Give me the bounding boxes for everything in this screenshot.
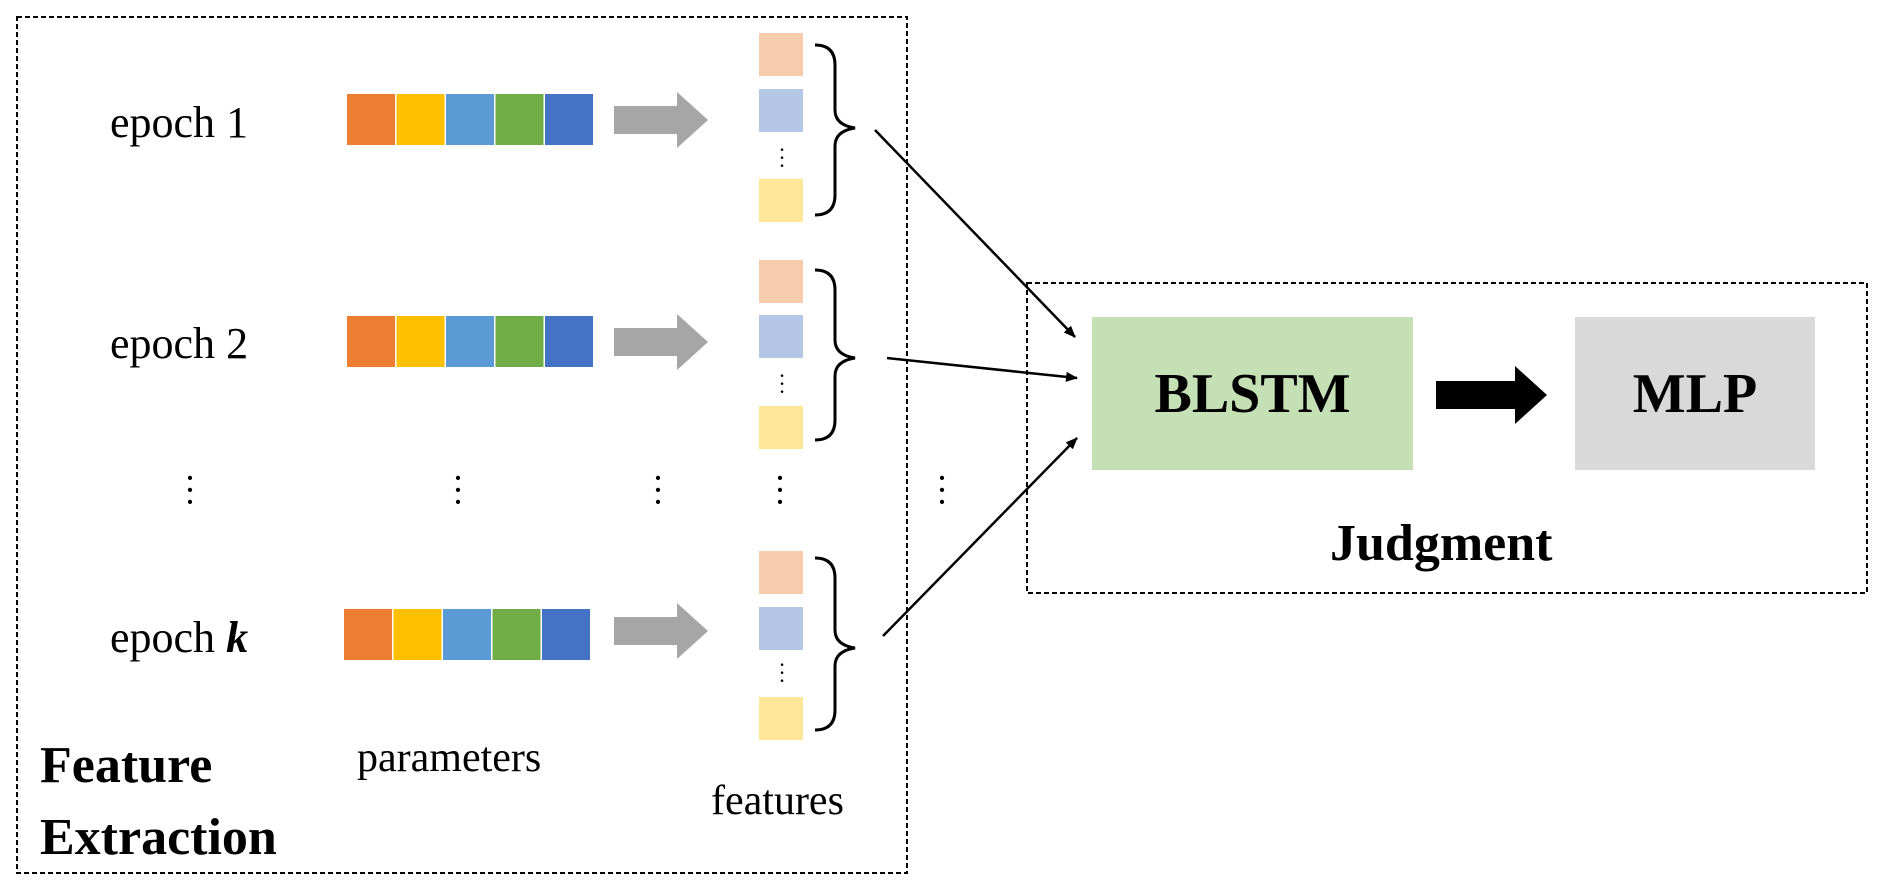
feature-square-epoch-k-1 — [759, 551, 803, 594]
feature-extraction-title-line2: Extraction — [40, 809, 277, 866]
gray-arrow-epoch-1 — [614, 92, 708, 148]
epoch-1-prefix: epoch — [110, 98, 227, 147]
epoch-k-label: epoch k — [110, 616, 248, 660]
blstm-box — [1092, 317, 1413, 470]
ellipsis-gray-arrow-column: ··· — [652, 458, 664, 522]
epoch-k-prefix: epoch — [110, 613, 227, 662]
epoch-1-index: 1 — [226, 98, 249, 147]
gray-arrows — [614, 92, 708, 659]
gray-arrow-epoch-k — [614, 603, 708, 659]
param-cell-epoch-1-3 — [446, 94, 494, 145]
epoch-2-index: 2 — [226, 319, 249, 368]
bracket-epoch-2 — [814, 268, 856, 442]
feature-square-epoch-1-1 — [759, 33, 803, 76]
param-cell-epoch-1-1 — [347, 94, 395, 145]
param-cell-epoch-1-5 — [545, 94, 593, 145]
param-cell-epoch-2-5 — [545, 316, 593, 367]
blstm-to-mlp-arrow — [1436, 366, 1547, 424]
bracket-epoch-1 — [814, 43, 856, 217]
feature-extraction-frame — [16, 16, 908, 874]
feature-ellipsis-epoch-k: ··· — [778, 652, 786, 693]
epoch-2-prefix: epoch — [110, 319, 227, 368]
feature-extraction-title-line1: Feature — [40, 737, 213, 794]
feature-squares — [759, 33, 803, 740]
param-cell-epoch-1-2 — [396, 94, 445, 145]
mlp-box — [1575, 317, 1815, 470]
param-cell-epoch-k-4 — [492, 609, 541, 660]
connection-arrows — [874, 129, 1078, 637]
gray-arrow-epoch-2 — [614, 314, 708, 370]
param-cell-epoch-k-2 — [393, 609, 442, 660]
blstm-label: BLSTM — [1154, 362, 1351, 425]
feature-square-epoch-k-2 — [759, 607, 803, 650]
feature-brackets — [814, 43, 856, 732]
feature-ellipsis-epoch-2: ··· — [778, 363, 786, 404]
feature-square-epoch-k-3 — [759, 697, 803, 740]
judgment-title: Judgment — [1330, 515, 1553, 572]
param-cell-epoch-2-4 — [495, 316, 544, 367]
epoch-1-label: epoch 1 — [110, 101, 248, 145]
arrow-epoch-k-to-blstm — [882, 437, 1078, 637]
param-cell-epoch-k-5 — [542, 609, 590, 660]
bracket-epoch-k — [814, 556, 856, 732]
param-cell-epoch-2-2 — [396, 316, 445, 367]
feature-square-epoch-1-3 — [759, 179, 803, 222]
ellipsis-features-column: ··· — [774, 458, 786, 522]
ellipsis-parameters-column: ··· — [452, 458, 464, 522]
arrow-epoch-1-to-blstm — [874, 129, 1076, 338]
feature-square-epoch-2-3 — [759, 406, 803, 449]
param-cell-epoch-2-1 — [347, 316, 395, 367]
param-cell-epoch-1-4 — [495, 94, 544, 145]
param-cell-epoch-k-3 — [443, 609, 491, 660]
epoch-2-label: epoch 2 — [110, 322, 248, 366]
feature-ellipsis-epoch-1: ··· — [778, 137, 786, 178]
judgment-frame — [1026, 282, 1868, 594]
epoch-k-index: k — [226, 613, 249, 662]
feature-square-epoch-1-2 — [759, 89, 803, 132]
parameters-caption: parameters — [357, 735, 542, 781]
param-cell-epoch-2-3 — [446, 316, 494, 367]
feature-square-epoch-2-1 — [759, 260, 803, 303]
ellipsis-connection-column: ··· — [936, 458, 948, 522]
ellipsis-epoch-column: ··· — [184, 458, 196, 522]
features-caption: features — [711, 778, 844, 824]
parameter-bars — [344, 94, 593, 660]
param-cell-epoch-k-1 — [344, 609, 392, 660]
arrow-epoch-2-to-blstm — [886, 356, 1078, 382]
feature-square-epoch-2-2 — [759, 315, 803, 358]
mlp-label: MLP — [1632, 362, 1758, 425]
